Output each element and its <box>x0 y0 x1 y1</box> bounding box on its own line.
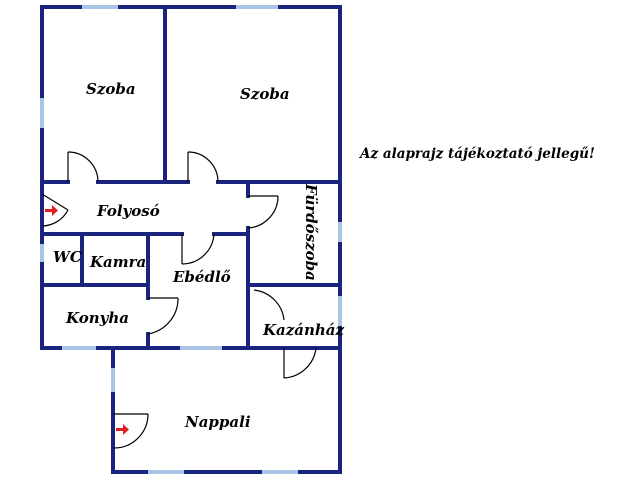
door-swing <box>283 347 317 379</box>
door-swing <box>147 297 179 335</box>
entrance-arrow-icon <box>116 424 129 435</box>
entrance-arrows <box>45 205 129 435</box>
room-label-nappali: Nappali <box>184 413 251 431</box>
room-label-folyoso: Folyosó <box>96 202 160 220</box>
entrance-arrow-icon <box>45 205 58 216</box>
room-label-konyha: Konyha <box>65 309 129 327</box>
door-swing <box>67 151 99 183</box>
room-label-szoba-right: Szoba <box>240 85 290 103</box>
door-swing <box>247 195 279 229</box>
room-label-ebedlo: Ebédlő <box>172 268 231 286</box>
room-label-furdoszoba: Fürdőszoba <box>302 183 320 281</box>
door-swing <box>112 413 149 449</box>
walls <box>40 5 342 474</box>
door-swings <box>41 151 317 449</box>
room-label-kamra: Kamra <box>89 253 146 271</box>
room-label-szoba-left: Szoba <box>86 80 136 98</box>
room-label-wc: WC <box>53 248 82 266</box>
door-swing <box>41 193 69 227</box>
door-swing <box>253 289 285 321</box>
door-swing <box>187 151 219 183</box>
door-swing <box>181 233 215 265</box>
room-label-kazanhaz: Kazánház <box>262 321 345 339</box>
windows <box>40 5 342 474</box>
disclaimer-note: Az alaprajz tájékoztató jellegű! <box>360 146 595 162</box>
